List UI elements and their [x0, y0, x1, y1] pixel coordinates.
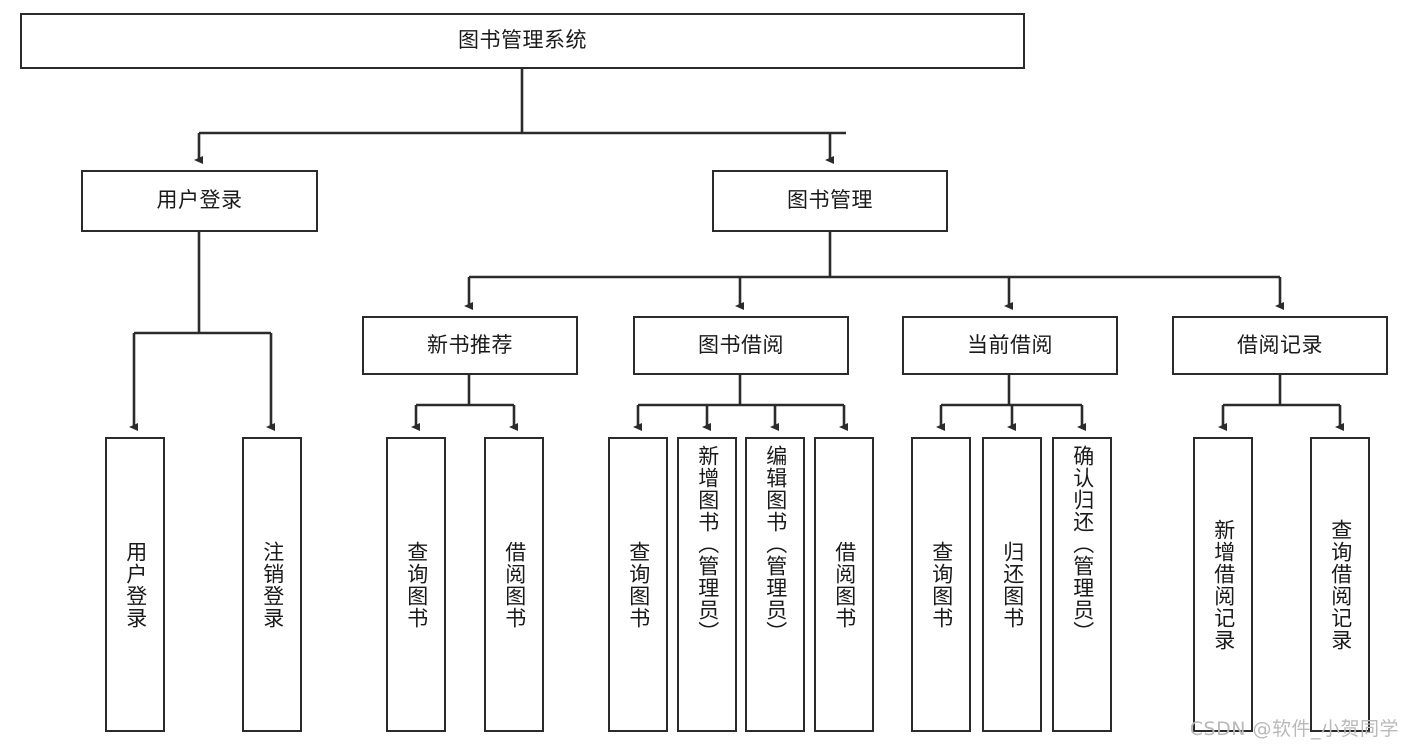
- leaf-add-book-admin[interactable]: 新增图书（管理员）: [677, 437, 737, 732]
- leaf-return-book[interactable]: 归还图书: [982, 437, 1042, 732]
- leaf-borrow-books-recommend[interactable]: 借阅图书: [484, 437, 544, 732]
- node-label: 注销登录: [260, 540, 285, 629]
- node-borrow-record[interactable]: 借阅记录: [1172, 316, 1388, 375]
- leaf-borrow-book[interactable]: 借阅图书: [814, 437, 874, 732]
- node-user-login[interactable]: 用户登录: [81, 170, 318, 232]
- node-label: 新书推荐: [427, 332, 513, 357]
- leaf-user-login[interactable]: 用户登录: [105, 437, 165, 732]
- node-label: 当前借阅: [967, 332, 1053, 357]
- node-label: 查询图书: [626, 540, 651, 629]
- node-label: 借阅图书: [832, 540, 857, 629]
- node-label: 用户登录: [123, 540, 148, 629]
- leaf-edit-book-admin[interactable]: 编辑图书（管理员）: [745, 437, 805, 732]
- node-label: 编辑图书（管理员）: [763, 445, 788, 643]
- leaf-query-books-current[interactable]: 查询图书: [911, 437, 971, 732]
- leaf-query-books-recommend[interactable]: 查询图书: [386, 437, 446, 732]
- leaf-query-books-borrow[interactable]: 查询图书: [608, 437, 668, 732]
- leaf-confirm-return-admin[interactable]: 确认归还（管理员）: [1052, 437, 1112, 732]
- node-book-borrow[interactable]: 图书借阅: [633, 316, 849, 375]
- node-new-book-recommend[interactable]: 新书推荐: [362, 316, 578, 375]
- node-label: 查询借阅记录: [1328, 518, 1353, 651]
- node-root[interactable]: 图书管理系统: [20, 13, 1025, 69]
- leaf-query-borrow-record[interactable]: 查询借阅记录: [1310, 437, 1370, 732]
- watermark: CSDN @软件_小贺同学: [1189, 718, 1399, 740]
- node-label: 查询图书: [404, 540, 429, 629]
- node-label: 确认归还（管理员）: [1070, 445, 1095, 643]
- node-label: 图书管理: [787, 188, 873, 213]
- node-label: 新增图书（管理员）: [695, 445, 720, 643]
- node-label: 查询图书: [929, 540, 954, 629]
- leaf-logout[interactable]: 注销登录: [242, 437, 302, 732]
- node-label: 图书管理系统: [458, 28, 587, 53]
- node-current-borrow[interactable]: 当前借阅: [902, 316, 1118, 375]
- node-label: 图书借阅: [698, 332, 784, 357]
- node-label: 借阅记录: [1237, 332, 1323, 357]
- node-label: 用户登录: [156, 188, 243, 213]
- leaf-add-borrow-record[interactable]: 新增借阅记录: [1193, 437, 1253, 732]
- node-label: 归还图书: [1000, 540, 1025, 629]
- node-label: 新增借阅记录: [1211, 518, 1236, 651]
- node-label: 借阅图书: [502, 540, 527, 629]
- node-book-management[interactable]: 图书管理: [712, 170, 948, 232]
